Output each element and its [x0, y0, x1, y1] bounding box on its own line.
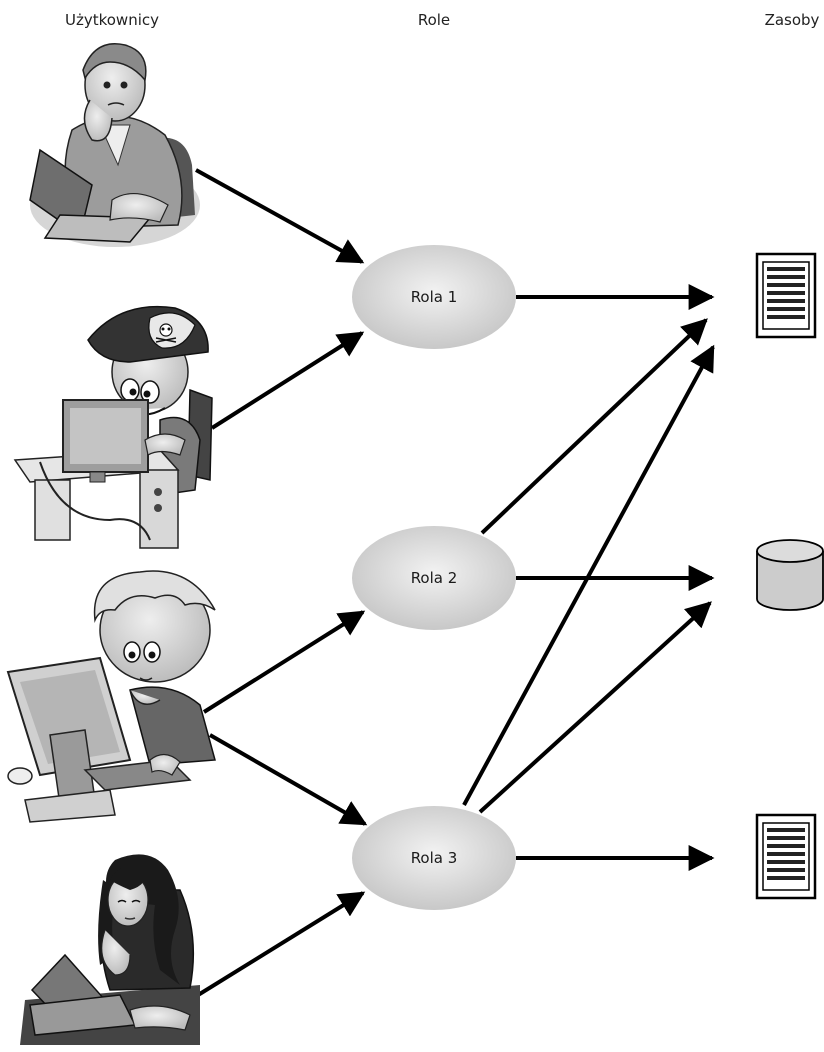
arrow-user4-rola3 — [188, 891, 366, 1002]
hacker-computer-icon — [13, 305, 213, 549]
arrow-user1-rola1 — [195, 168, 365, 264]
role-label: Rola 3 — [411, 849, 458, 867]
role-ellipse — [352, 806, 516, 910]
arrow-rola3-res2 — [478, 601, 712, 814]
role-rola-3: Rola 3 — [352, 806, 516, 910]
role-ellipse — [352, 245, 516, 349]
header-roles: Role — [418, 11, 450, 29]
header-users: Użytkownicy — [65, 11, 159, 29]
role-resource-arrows — [462, 284, 715, 871]
arrow-rola2-res1 — [480, 318, 708, 535]
role-label: Rola 2 — [411, 569, 458, 587]
user-role-arrows — [188, 168, 368, 1002]
arrow-user2-rola1 — [210, 331, 365, 430]
woman-laptop-icon — [20, 854, 200, 1045]
boy-computer-icon — [6, 570, 216, 823]
arrow-user3-rola3 — [209, 733, 368, 826]
document-icon — [755, 252, 817, 339]
role-rola-2: Rola 2 — [352, 526, 516, 630]
database-icon — [756, 539, 824, 611]
arrow-rola3-res1 — [462, 344, 715, 806]
role-rola-1: Rola 1 — [352, 245, 516, 349]
arrow-user3-rola2 — [202, 610, 366, 714]
role-ellipse — [352, 526, 516, 630]
header-resources: Zasoby — [765, 11, 820, 29]
role-label: Rola 1 — [411, 288, 458, 306]
thinking-man-laptop-icon — [29, 43, 200, 247]
document-icon — [755, 813, 817, 900]
